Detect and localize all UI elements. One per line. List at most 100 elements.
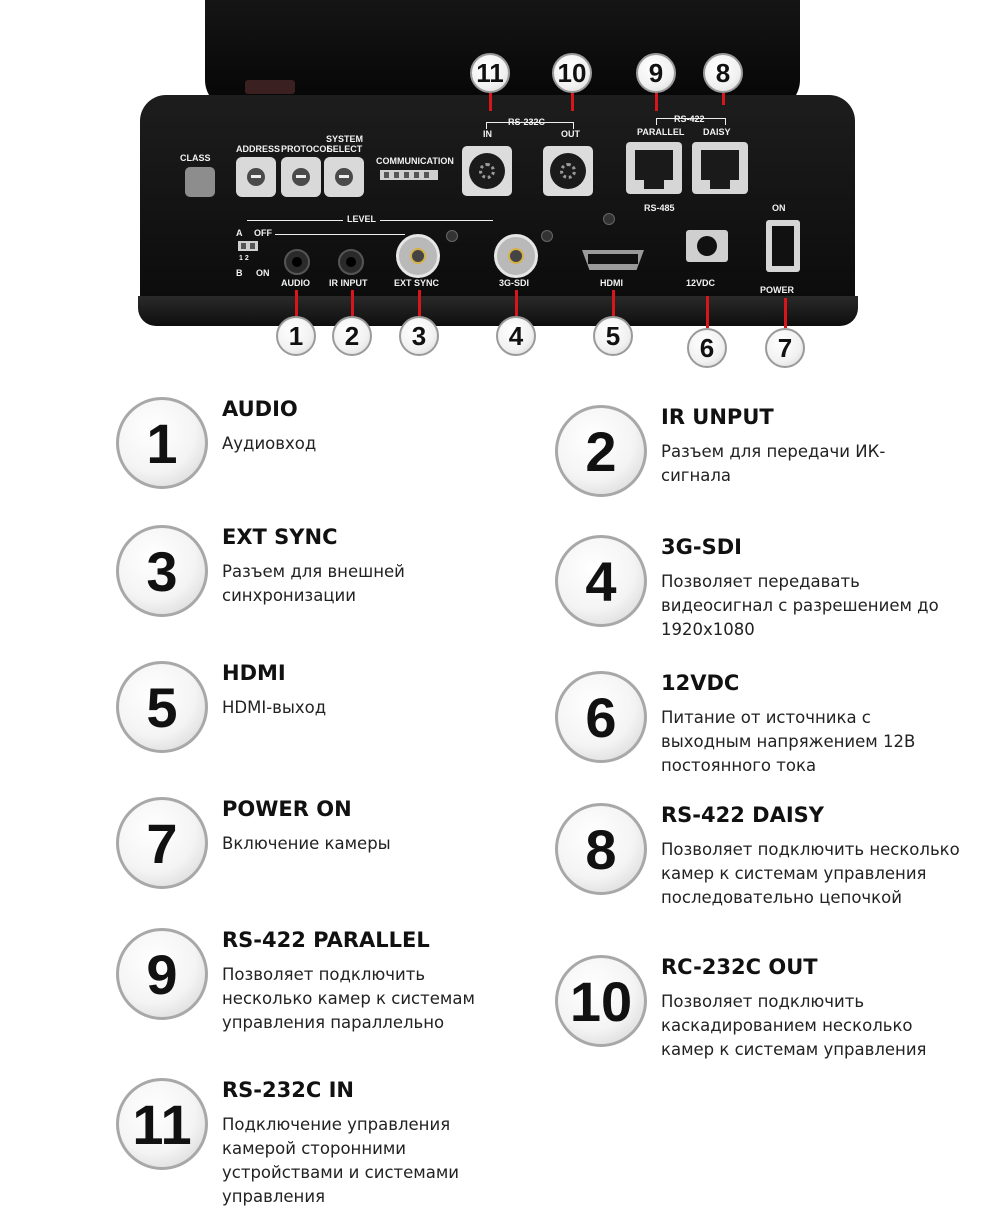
screw (541, 230, 553, 242)
daisy-label: DAISY (703, 127, 731, 137)
leader-line-6 (706, 296, 709, 328)
leader-line-5 (612, 290, 615, 316)
panel-base (138, 296, 858, 326)
rs422-parallel-port (626, 142, 682, 194)
callout-1: 1 (276, 316, 316, 356)
callout-9: 9 (636, 53, 676, 93)
legend-title-10: RC-232C OUT (661, 955, 818, 979)
leader-line-7 (784, 298, 787, 328)
communication-dip-switch (380, 170, 438, 180)
screw (446, 230, 458, 242)
callout-7: 7 (765, 328, 805, 368)
legend-desc-8: Позволяет подключить несколько камер к с… (661, 840, 960, 907)
communication-label: COMMUNICATION (376, 156, 454, 166)
legend-title-2: IR UNPUT (661, 405, 774, 429)
leader-line-3 (418, 290, 421, 316)
vdc-label: 12VDC (686, 278, 716, 288)
legend-desc-4: Позволяет передавать видеосигнал с разре… (661, 572, 939, 639)
level-label: LEVEL (343, 214, 381, 224)
legend-number-6: 6 (555, 671, 647, 763)
legend-desc-9: Позволяет подключить несколько камер к с… (222, 965, 475, 1032)
leader-line-10 (571, 93, 574, 111)
system-select-dial (324, 157, 364, 197)
legend-desc-10: Позволяет подключить каскадированием нес… (661, 992, 927, 1059)
camera-housing (205, 0, 800, 110)
power-on-label: ON (772, 203, 786, 213)
device-rear-panel: CLASS ADDRESS PROTOCOL SYSTEM SELECT COM… (0, 0, 1000, 380)
level-dip-switch (238, 241, 258, 251)
legend-number-1: 1 (116, 397, 208, 489)
legend-title-1: AUDIO (222, 397, 298, 421)
callout-10: 10 (552, 53, 592, 93)
legend-number-10: 10 (555, 955, 647, 1047)
legend-title-6: 12VDC (661, 671, 740, 695)
sdi-label: 3G-SDI (499, 278, 530, 288)
legend-title-11: RS-232C IN (222, 1078, 354, 1102)
protocol-dial (281, 157, 321, 197)
callout-2: 2 (332, 316, 372, 356)
level-b-label: B (236, 268, 243, 278)
rs232c-in-port (462, 146, 512, 196)
leader-line-4 (515, 290, 518, 316)
audio-jack (284, 249, 310, 275)
legend-desc-11: Подключение управления камерой сторонним… (222, 1115, 460, 1206)
ext-sync-bnc (396, 234, 440, 278)
rs485-label: RS-485 (644, 203, 675, 213)
legend-desc-7: Включение камеры (222, 834, 391, 853)
sdi-bnc (494, 234, 538, 278)
level-on-label: ON (256, 268, 270, 278)
legend-desc-5: HDMI-выход (222, 698, 327, 717)
leader-line-8 (722, 93, 725, 105)
system-select-label: SYSTEM SELECT (326, 134, 364, 154)
level-a-label: A (236, 228, 243, 238)
legend-title-7: POWER ON (222, 797, 352, 821)
parallel-label: PARALLEL (637, 127, 685, 137)
legend-desc-6: Питание от источника с выходным напряжен… (661, 708, 916, 775)
callout-8: 8 (703, 53, 743, 93)
leader-line-2 (351, 290, 354, 316)
callout-3: 3 (399, 316, 439, 356)
address-dial (236, 157, 276, 197)
legend-title-5: HDMI (222, 661, 286, 685)
legend-number-7: 7 (116, 797, 208, 889)
legend-title-8: RS-422 DAISY (661, 803, 824, 827)
rs422-bracket (656, 118, 726, 125)
ir-input-jack (338, 249, 364, 275)
leader-line-1 (295, 290, 298, 316)
legend-title-4: 3G-SDI (661, 535, 742, 559)
class-label: CLASS (180, 153, 211, 163)
legend-number-2: 2 (555, 405, 647, 497)
legend-number-8: 8 (555, 803, 647, 895)
hdmi-label: HDMI (600, 278, 623, 288)
level-off-label: OFF (254, 228, 272, 238)
protocol-label: PROTOCOL (281, 144, 332, 154)
rs232c-bracket (486, 122, 574, 129)
callout-4: 4 (496, 316, 536, 356)
rear-panel-body (140, 95, 855, 310)
callout-11: 11 (470, 53, 510, 93)
power-label: POWER (760, 285, 795, 295)
audio-label: AUDIO (281, 278, 310, 288)
legend-number-11: 11 (116, 1078, 208, 1170)
leader-line-9 (655, 93, 658, 111)
level-dip-numbers: 1 2 (239, 255, 249, 262)
leader-line-11 (489, 93, 492, 111)
housing-cap (245, 80, 295, 94)
legend-title-3: EXT SYNC (222, 525, 338, 549)
ir-input-label: IR INPUT (329, 278, 368, 288)
rs232c-out-label: OUT (561, 129, 580, 139)
callout-5: 5 (593, 316, 633, 356)
legend-number-5: 5 (116, 661, 208, 753)
legend-desc-2: Разъем для передачи ИК-сигнала (661, 442, 886, 485)
hdmi-port (582, 250, 644, 270)
legend-desc-1: Аудиовход (222, 434, 317, 453)
class-dial (185, 167, 215, 197)
ext-sync-label: EXT SYNC (394, 278, 440, 288)
level-off-line (275, 234, 405, 236)
dc-power-port (686, 230, 728, 262)
legend-number-9: 9 (116, 928, 208, 1020)
rs232c-out-port (543, 146, 593, 196)
rs422-label: RS-422 (674, 114, 705, 124)
legend-number-3: 3 (116, 525, 208, 617)
rs422-daisy-port (692, 142, 748, 194)
